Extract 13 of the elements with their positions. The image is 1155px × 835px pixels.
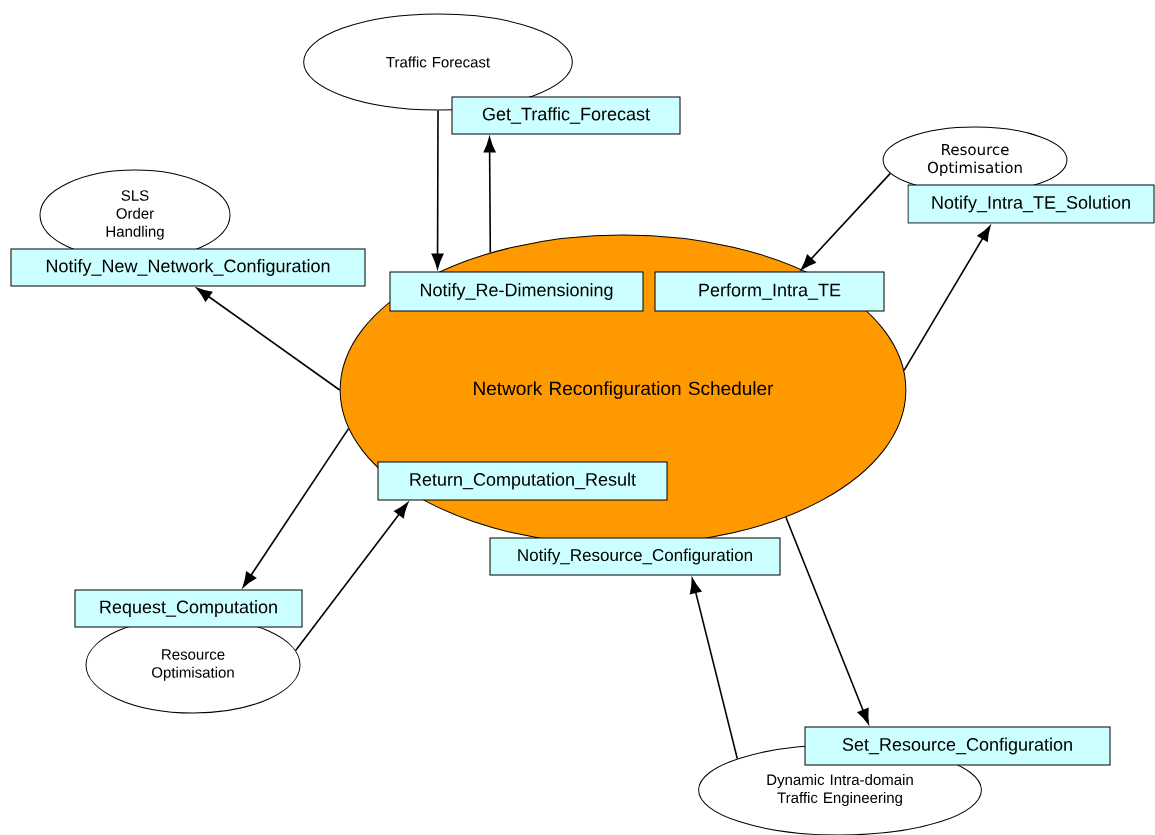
arrow [903,225,991,372]
arrow [785,516,870,725]
arrow [801,172,892,270]
operation-box: Notify_Intra_TE_Solution [907,184,1155,224]
arrow [242,427,350,588]
arrow [294,502,409,652]
operation-box: Set_Resource_Configuration [804,726,1111,766]
ellipse-node: Resource Optimisation [85,616,301,714]
arrow [196,287,341,391]
operation-box: Notify_New_Network_Configuration [10,248,366,287]
operation-box: Notify_Resource_Configuration [489,537,781,576]
operation-box: Get_Traffic_Forecast [451,96,681,135]
operation-box: Request_Computation [74,589,303,628]
